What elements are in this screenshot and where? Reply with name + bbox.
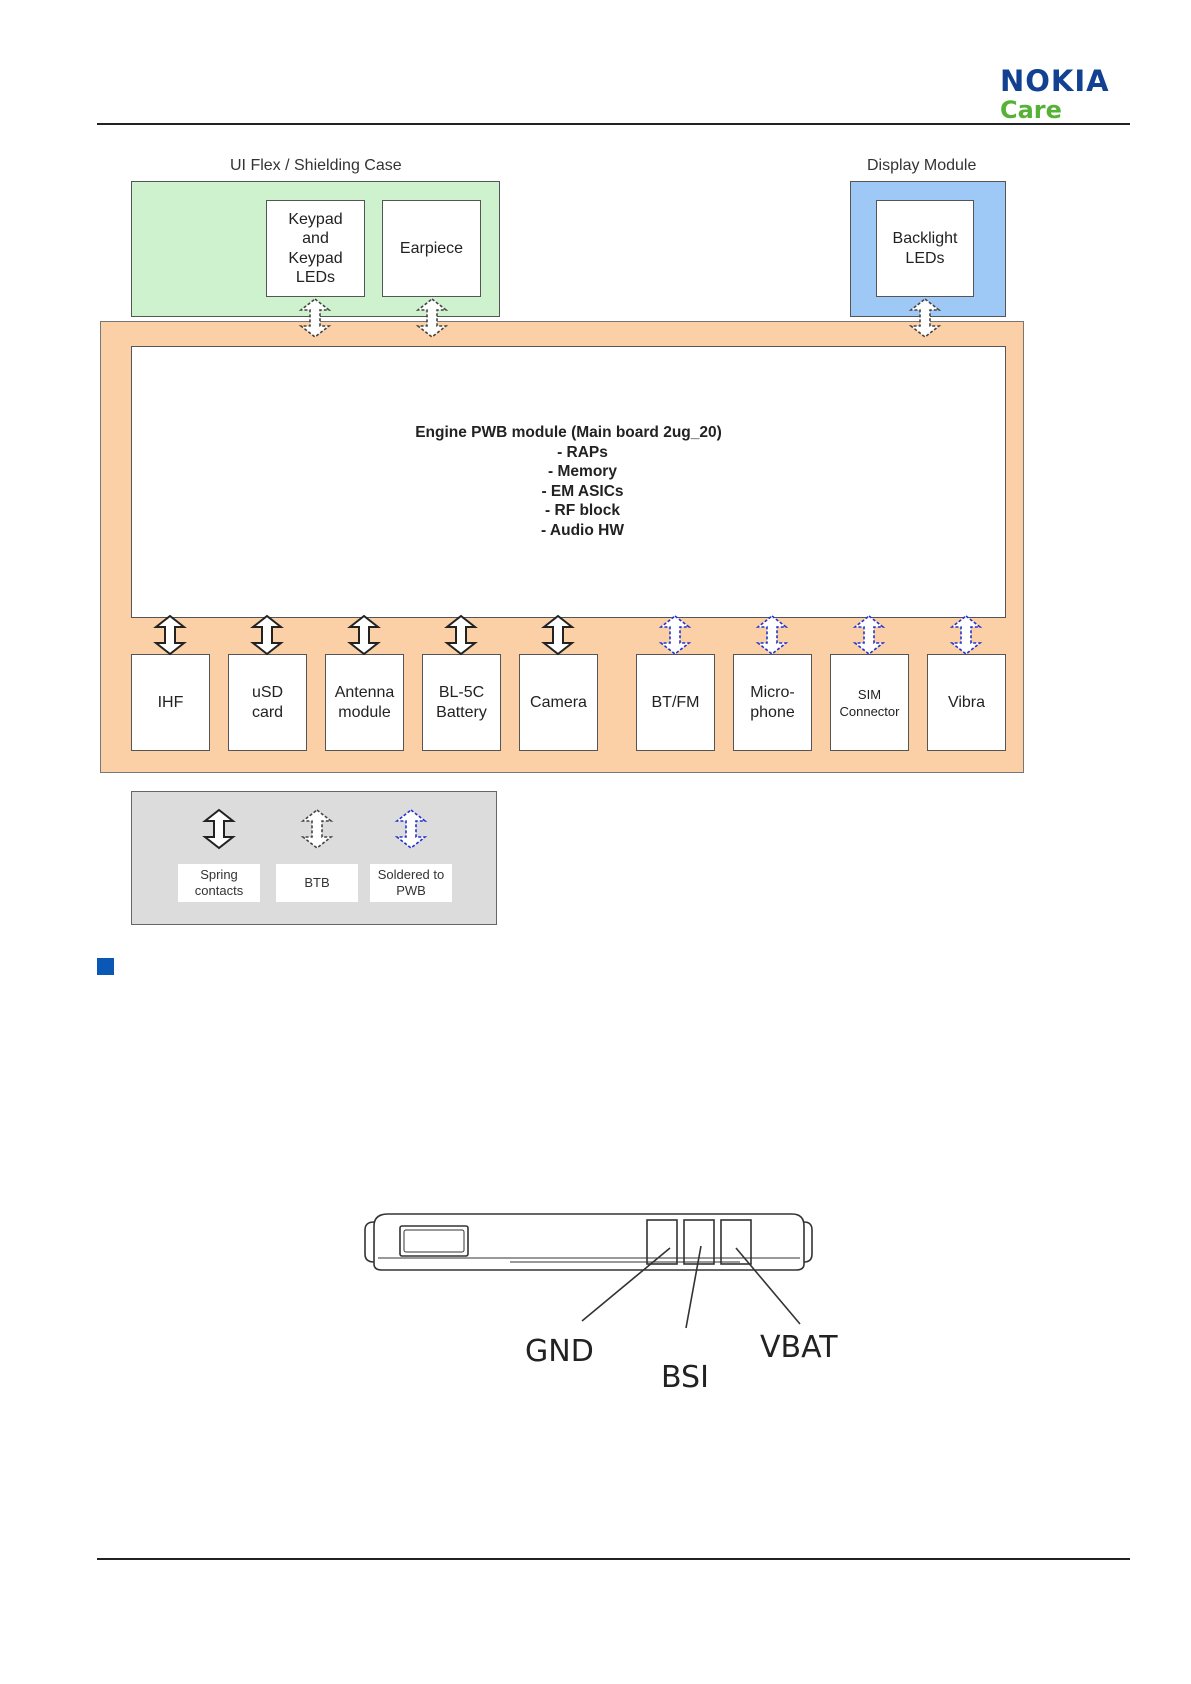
- vbat-label: VBAT: [760, 1330, 838, 1365]
- contact-bsi: [683, 1219, 715, 1265]
- legend-arrow-icon: [300, 808, 334, 850]
- module-connection-arrow-icon: [444, 614, 478, 656]
- legend-line: Soldered to: [377, 867, 445, 882]
- module-line: BL-5C: [438, 684, 485, 701]
- legend-soldered-label: Soldered to PWB: [370, 864, 452, 902]
- module-connection-arrow-icon: [347, 614, 381, 656]
- module-connection-arrow-icon: [153, 614, 187, 656]
- keypad-line: and: [302, 230, 329, 247]
- bt-fm-module: BT/FM: [636, 654, 715, 751]
- module-line: module: [338, 703, 391, 721]
- legend-spring-label: Spring contacts: [178, 864, 260, 902]
- module-line: Camera: [530, 693, 587, 711]
- earpiece-module: Earpiece: [382, 200, 481, 297]
- module-line: Vibra: [947, 693, 986, 711]
- contact-gnd: [646, 1219, 678, 1265]
- module-connection-arrow-icon: [250, 614, 284, 656]
- engine-item: - RF block: [545, 502, 620, 519]
- leader-vbat: [735, 1247, 801, 1325]
- module-line: card: [251, 703, 284, 721]
- gnd-label: GND: [525, 1334, 594, 1369]
- engine-pwb-module: Engine PWB module (Main board 2ug_20) - …: [131, 346, 1006, 618]
- module-line: SIM: [857, 686, 882, 702]
- nokia-care-logo: NOKIA Care: [1000, 66, 1135, 124]
- bsi-label: BSI: [661, 1360, 709, 1395]
- vibra-module: Vibra: [927, 654, 1006, 751]
- camera-module: Camera: [519, 654, 598, 751]
- engine-item: - EM ASICs: [541, 482, 624, 500]
- keypad-module: Keypad and Keypad LEDs: [266, 200, 365, 297]
- module-connection-arrow-icon: [755, 614, 789, 656]
- module-line: BT/FM: [651, 693, 700, 711]
- module-connection-arrow-icon: [658, 614, 692, 656]
- antenna-module: Antenna module: [325, 654, 404, 751]
- backlight-line: Backlight: [892, 230, 958, 247]
- leader-gnd: [581, 1247, 671, 1322]
- legend-btb-label: BTB: [276, 864, 358, 902]
- logo-nokia-text: NOKIA: [1000, 64, 1110, 98]
- legend-line: Spring: [200, 867, 238, 882]
- module-line: phone: [750, 703, 795, 721]
- module-connection-arrow-icon: [949, 614, 983, 656]
- legend-line: BTB: [304, 875, 330, 890]
- legend-arrow-icon: [394, 808, 428, 850]
- keypad-btb-arrow-icon: [298, 297, 332, 339]
- engine-title: Engine PWB module (Main board 2ug_20): [415, 424, 722, 441]
- backlight-line: LEDs: [905, 249, 945, 267]
- legend-arrow-icon: [202, 808, 236, 850]
- module-line: Antenna: [334, 684, 395, 701]
- earpiece-label: Earpiece: [399, 239, 464, 257]
- module-line: Battery: [436, 703, 487, 721]
- engine-item: - Audio HW: [541, 521, 624, 539]
- engine-item: - Memory: [548, 463, 617, 480]
- keypad-line: Keypad: [288, 210, 343, 228]
- backlight-leds-module: Backlight LEDs: [876, 200, 974, 297]
- battery-edge: [364, 1230, 813, 1254]
- module-line: IHF: [157, 693, 184, 711]
- backlight-btb-arrow-icon: [908, 297, 942, 339]
- module-line: Connector: [839, 703, 900, 719]
- sim-connector-module: SIM Connector: [830, 654, 909, 751]
- logo-care-text: Care: [1000, 96, 1062, 124]
- footer-rule: [97, 1558, 1130, 1560]
- battery-window: [399, 1225, 469, 1257]
- contact-vbat: [720, 1219, 752, 1265]
- module-line: Micro-: [750, 684, 795, 701]
- keypad-line: Keypad: [288, 249, 343, 267]
- connection-arrows: [153, 297, 983, 850]
- header-rule: [97, 123, 1130, 125]
- section-bullet-icon: [97, 958, 114, 975]
- module-line: uSD: [251, 684, 284, 701]
- leader-bsi: [685, 1245, 702, 1329]
- battery-contacts-drawing: [364, 1213, 813, 1329]
- microphone-module: Micro- phone: [733, 654, 812, 751]
- battery-module: BL-5C Battery: [422, 654, 501, 751]
- module-connection-arrow-icon: [541, 614, 575, 656]
- earpiece-btb-arrow-icon: [415, 297, 449, 339]
- legend-line: PWB: [396, 883, 426, 898]
- module-connection-arrow-icon: [852, 614, 886, 656]
- usd-card-module: uSD card: [228, 654, 307, 751]
- battery-outline: [373, 1213, 805, 1271]
- engine-item: - RAPs: [557, 443, 608, 461]
- keypad-line: LEDs: [295, 269, 336, 286]
- legend-line: contacts: [194, 883, 244, 898]
- display-module-label: Display Module: [867, 157, 977, 174]
- ui-flex-label: UI Flex / Shielding Case: [230, 157, 402, 174]
